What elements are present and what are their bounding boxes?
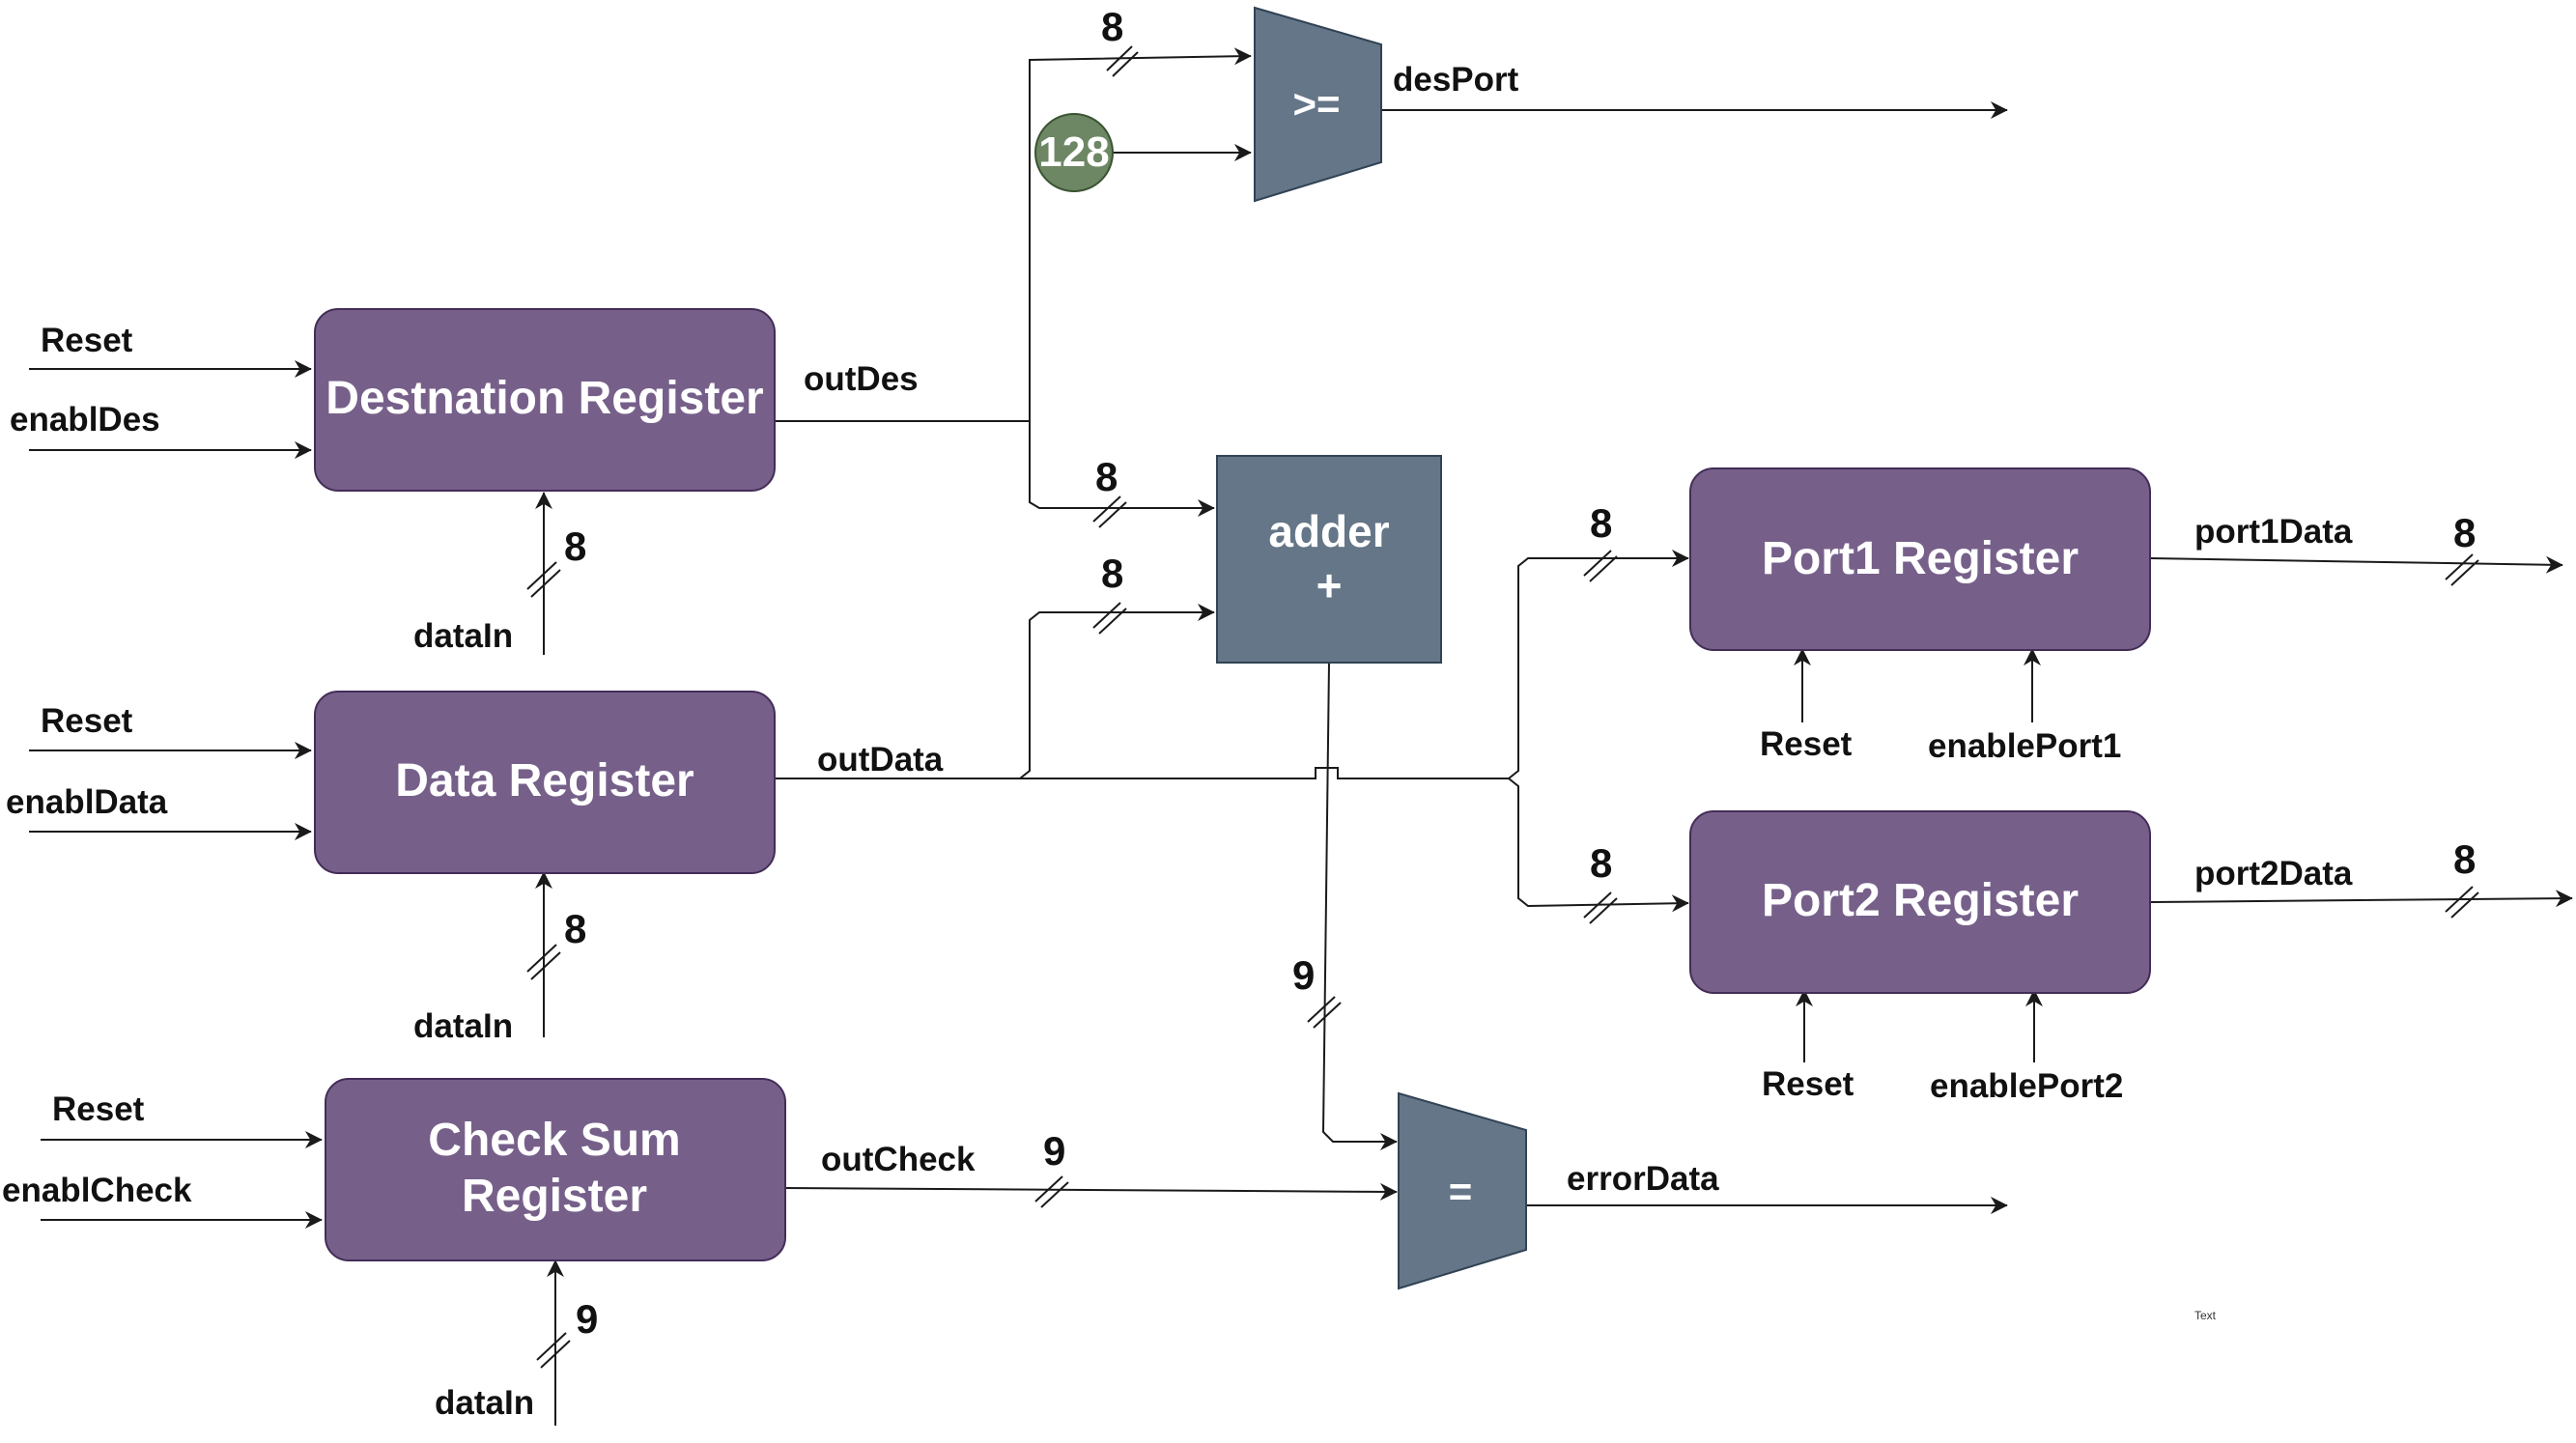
wire-outdes-adder	[1029, 421, 1215, 517]
bus-slash	[1092, 602, 1121, 629]
datain-label-data: dataIn	[413, 1007, 513, 1045]
destination-register-label: Destnation Register	[326, 373, 763, 424]
wire-outdes	[775, 47, 1252, 422]
bus-slash	[1092, 495, 1121, 523]
wire-port2data	[2149, 890, 2573, 908]
wire-outcheck	[783, 1182, 1398, 1201]
bus-slash	[1040, 1181, 1069, 1208]
bus-slash	[1112, 51, 1139, 77]
data-register[interactable]: Data Register	[314, 691, 776, 874]
enabl-check-label: enablCheck	[2, 1172, 192, 1209]
port2-register[interactable]: Port2 Register	[1689, 810, 2151, 994]
outdes-label: outDes	[804, 360, 919, 398]
reset-label-des: Reset	[41, 322, 133, 359]
reset-label-port1: Reset	[1760, 725, 1853, 763]
constant-128[interactable]: 128	[1034, 113, 1114, 192]
checksum-register[interactable]: Check Sum Register	[325, 1078, 786, 1261]
width-port2-out: 8	[2453, 836, 2476, 882]
comparator-eq-label: =	[1449, 1169, 1473, 1214]
reset-label-check: Reset	[52, 1090, 145, 1128]
adder-box	[1216, 455, 1442, 664]
port1-register-box	[1689, 467, 2151, 651]
enable-port2-label: enablePort2	[1930, 1067, 2123, 1105]
bus-slash	[1583, 891, 1612, 919]
reset-label-port2: Reset	[1762, 1065, 1854, 1103]
width-port1-out: 8	[2453, 510, 2476, 555]
port1data-label: port1Data	[2194, 513, 2353, 551]
bus-slash	[536, 1332, 567, 1361]
width-datain-data: 8	[564, 906, 586, 951]
bus-slash	[1307, 996, 1336, 1023]
enabl-data-label: enablData	[6, 783, 168, 821]
bus-slash	[1589, 897, 1618, 924]
errordata-label: errorData	[1567, 1160, 1719, 1198]
wire-outdata-bus	[1020, 767, 1509, 779]
comparator-ge-shape	[1254, 6, 1382, 203]
bus-slash	[2450, 559, 2479, 586]
datain-label-des: dataIn	[413, 617, 513, 655]
text-placeholder: Text	[2194, 1309, 2217, 1322]
bus-slash	[526, 561, 557, 590]
width-outdes-adder: 8	[1095, 454, 1118, 499]
bus-slash	[530, 951, 561, 980]
port2data-label: port2Data	[2194, 855, 2353, 892]
enable-port1-label: enablePort1	[1928, 727, 2121, 765]
bus-slash	[1034, 1175, 1063, 1202]
destination-register-box	[314, 308, 776, 492]
width-port1-in: 8	[1590, 500, 1612, 546]
bus-slash	[1589, 555, 1618, 582]
bus-slash	[2450, 891, 2479, 919]
comparator-eq-shape	[1398, 1091, 1527, 1290]
datain-label-check: dataIn	[435, 1384, 534, 1422]
width-datain-des: 8	[564, 523, 586, 569]
bus-slash	[2445, 553, 2474, 580]
port2-register-label: Port2 Register	[1762, 875, 2079, 926]
outdata-label: outData	[817, 741, 944, 778]
bus-slash	[1098, 608, 1127, 635]
bus-slash	[1098, 501, 1127, 528]
constant-label: 128	[1038, 128, 1109, 176]
comparator-ge[interactable]: >=	[1254, 6, 1382, 203]
comparator-eq[interactable]: =	[1398, 1091, 1527, 1290]
wire-port2-in	[1508, 778, 1689, 913]
data-register-box	[314, 691, 776, 874]
reset-label-data: Reset	[41, 702, 133, 740]
adder-plus-label: +	[1316, 560, 1343, 610]
checksum-register-label-line2: Register	[462, 1171, 647, 1222]
port1-register[interactable]: Port1 Register	[1689, 467, 2151, 651]
width-outcheck: 9	[1043, 1128, 1065, 1174]
wire-outdata	[775, 604, 1215, 779]
adder-label: adder	[1268, 506, 1389, 556]
width-port2-in: 8	[1590, 840, 1612, 886]
checksum-register-label-line1: Check Sum	[428, 1115, 680, 1166]
width-adder-out: 9	[1292, 952, 1315, 998]
checksum-register-box	[325, 1078, 786, 1261]
data-register-label: Data Register	[395, 755, 694, 806]
destination-register[interactable]: Destnation Register	[314, 308, 776, 492]
bus-slash	[1313, 1002, 1342, 1029]
bus-slash	[540, 1340, 571, 1369]
wire-port1data	[2149, 555, 2563, 574]
wire-port1-in	[1508, 550, 1689, 779]
desport-label: desPort	[1393, 61, 1519, 99]
enabl-des-label: enablDes	[10, 401, 160, 439]
wire-adder-out	[1321, 662, 1398, 1150]
width-outdata-adder: 8	[1101, 551, 1123, 596]
width-outdes-cmp: 8	[1101, 4, 1123, 49]
bus-slash	[530, 569, 561, 598]
width-datain-check: 9	[576, 1296, 598, 1342]
bus-slash	[2445, 886, 2474, 913]
adder-block[interactable]: adder +	[1216, 455, 1442, 664]
bus-slash	[1106, 45, 1133, 71]
bus-slash	[526, 944, 557, 973]
outcheck-label: outCheck	[821, 1141, 976, 1178]
bus-slash	[1583, 550, 1612, 577]
constant-circle	[1034, 113, 1114, 192]
port2-register-box	[1689, 810, 2151, 994]
port1-register-label: Port1 Register	[1762, 533, 2079, 584]
comparator-ge-label: >=	[1292, 81, 1340, 127]
